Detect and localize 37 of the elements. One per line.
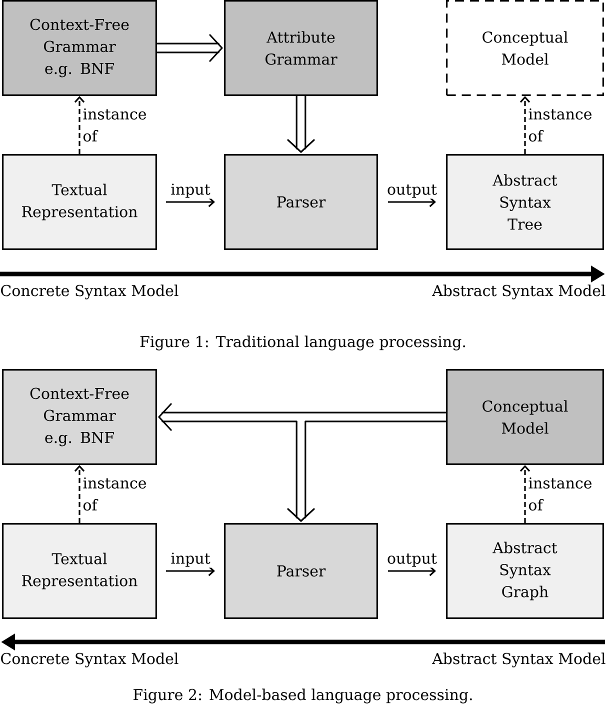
arrow [166, 196, 215, 208]
edge-label: input [170, 552, 212, 568]
arrow [158, 403, 447, 431]
edge-label: instance of [527, 476, 606, 512]
arrow [166, 566, 215, 576]
process-box: Conceptual Model [446, 369, 604, 465]
arrow [388, 196, 436, 208]
edge-label: output [386, 552, 438, 568]
edge-label: instance of [82, 476, 160, 512]
arrow [520, 465, 530, 523]
arrow [74, 96, 85, 154]
dashed-box: Conceptual Model [446, 0, 604, 96]
edge-label: instance of [82, 107, 160, 143]
process-box: Context-Free Grammar e.g. BNF [2, 369, 157, 465]
process-box: Abstract Syntax Tree [446, 154, 604, 250]
arrow [162, 420, 447, 522]
figure-caption: Figure 1: Traditional language processing. [140, 336, 466, 350]
axis-label: Concrete Syntax Model [1, 284, 178, 300]
edge-label: instance of [527, 107, 606, 143]
figure-caption: Figure 2: Model-based language processing. [134, 688, 472, 704]
process-box: Attribute Grammar [224, 0, 378, 96]
edge-label: input [170, 182, 212, 199]
process-box: Parser [224, 154, 378, 250]
edge-label: output [386, 183, 438, 199]
process-box: Context-Free Grammar e.g. BNF [2, 0, 157, 96]
axis-label: Abstract Syntax Model [432, 284, 606, 300]
arrow [74, 465, 85, 523]
process-box: Textual Representation [2, 523, 157, 619]
process-box: Textual Representation [2, 154, 157, 250]
arrow [156, 34, 223, 62]
axis-label: Abstract Syntax Model [432, 652, 606, 668]
arrow [520, 96, 530, 154]
process-box: Parser [224, 523, 378, 619]
axis-label: Concrete Syntax Model [1, 652, 178, 668]
arrow [388, 566, 436, 576]
arrow [287, 95, 315, 153]
process-box: Abstract Syntax Graph [446, 523, 604, 619]
